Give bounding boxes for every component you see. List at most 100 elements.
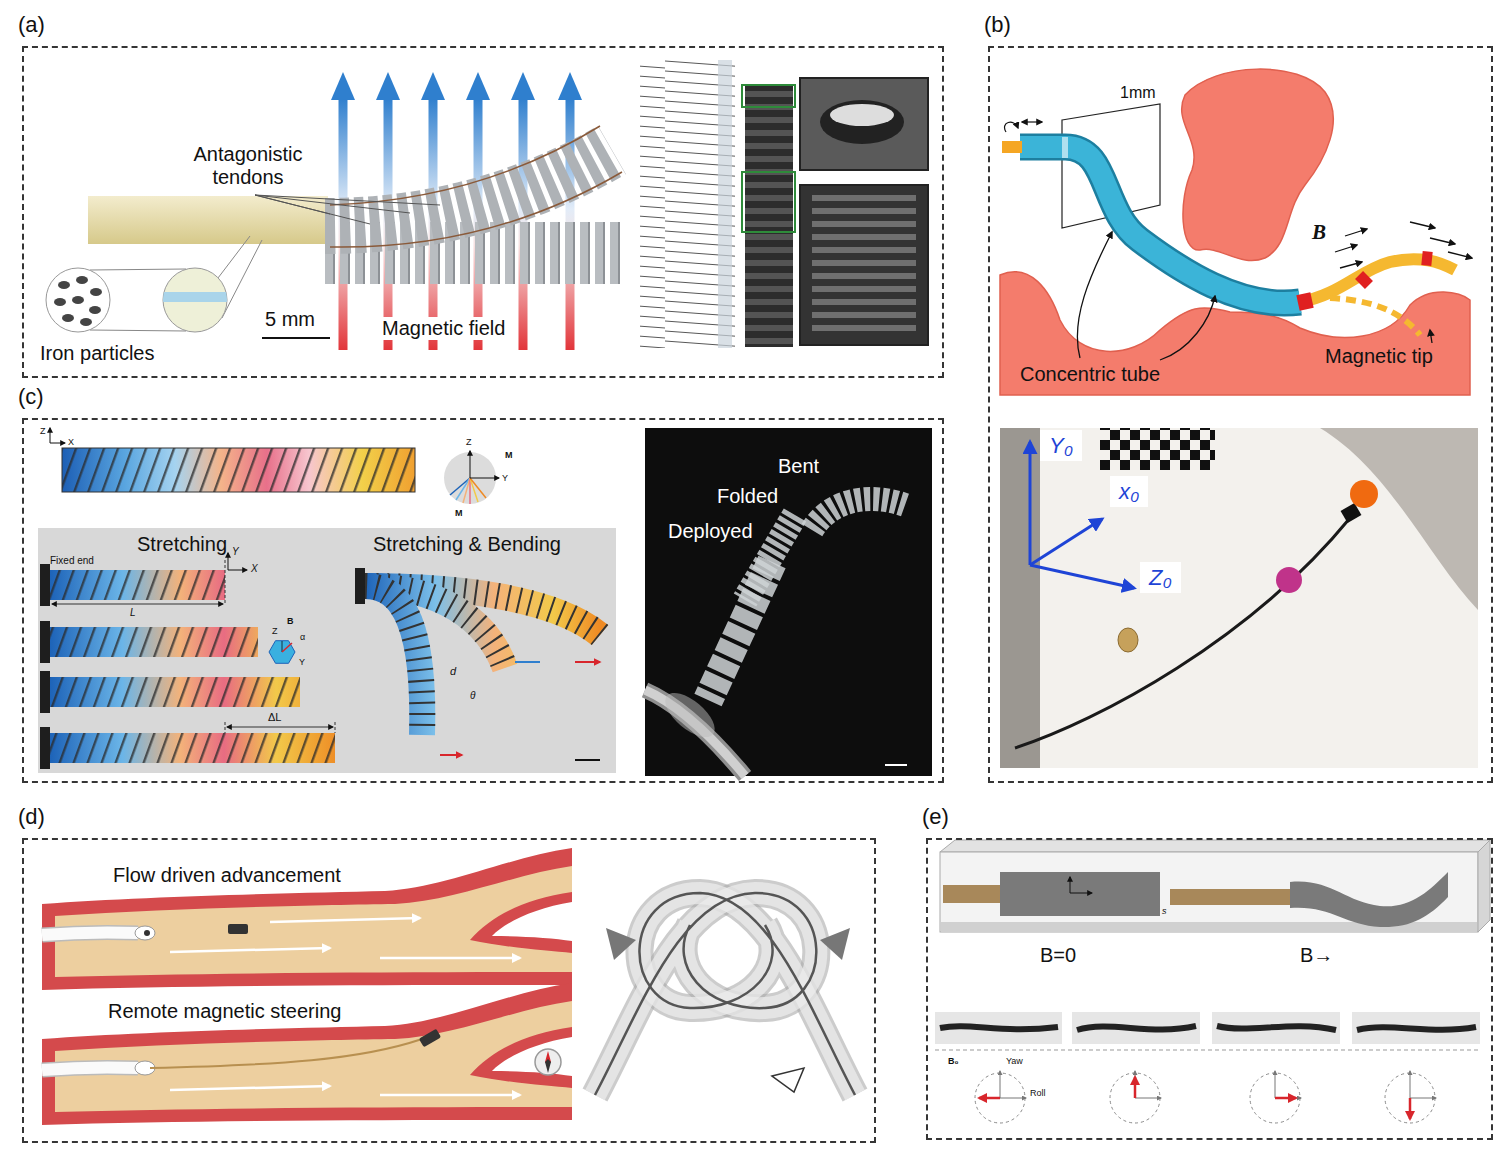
setup-photo bbox=[1030, 519, 1102, 565]
panel-label: (c) bbox=[18, 384, 44, 409]
leader-line bbox=[255, 195, 410, 213]
annotation-label: Fixed end bbox=[50, 555, 94, 567]
setup-photo bbox=[1030, 565, 1134, 588]
figure-panel: (b)Y₀x₀Z₀ bbox=[988, 46, 1493, 783]
magnetic-tip bbox=[1298, 300, 1312, 303]
spring-illustration bbox=[50, 677, 300, 707]
spring-illustration bbox=[335, 722, 336, 733]
setup-photo bbox=[1350, 480, 1378, 508]
deflection-frames bbox=[1077, 1026, 1196, 1030]
knot-tube bbox=[772, 1068, 804, 1092]
magnetic-tip bbox=[1430, 330, 1432, 343]
magnetic-tip bbox=[1448, 252, 1472, 258]
photo-ruler bbox=[745, 85, 793, 347]
magnified-particles bbox=[90, 330, 186, 331]
photo-caption: Deployed bbox=[668, 520, 753, 543]
photo-ruler bbox=[800, 78, 928, 170]
spring-illustration bbox=[228, 570, 247, 571]
setup-photo bbox=[1276, 567, 1302, 593]
blood-vessel bbox=[144, 930, 150, 936]
annotation-label: Magnetic tip bbox=[1325, 345, 1433, 368]
blood-vessel bbox=[55, 1001, 572, 1112]
magnetic-tip bbox=[1345, 229, 1367, 236]
spring-illustration bbox=[227, 727, 333, 728]
knot-tube bbox=[595, 893, 816, 1095]
spring-illustration bbox=[365, 586, 422, 735]
blood-vessel bbox=[42, 848, 572, 1125]
spring-illustration bbox=[38, 428, 616, 773]
axis-label-box: Z₀ bbox=[1140, 562, 1181, 593]
blood-vessel bbox=[535, 1049, 561, 1075]
blood-vessel bbox=[135, 926, 155, 940]
field-arrow bbox=[466, 72, 490, 100]
concentric-tube bbox=[1020, 147, 1300, 303]
magnified-particles bbox=[58, 281, 70, 289]
setup-photo bbox=[1118, 628, 1138, 652]
knot-tube bbox=[595, 893, 816, 1095]
field-direction-dial bbox=[1409, 1098, 1412, 1119]
spring-robot bbox=[330, 126, 600, 205]
spring-illustration bbox=[40, 671, 50, 713]
magnetic-tip bbox=[1330, 298, 1420, 335]
spring-illustration bbox=[62, 448, 415, 492]
annotation-label: M bbox=[505, 450, 513, 460]
anatomy-wall bbox=[1000, 69, 1470, 395]
annotation-label: Z bbox=[272, 626, 278, 636]
field-direction-dial bbox=[1134, 1077, 1137, 1098]
magnetic-tip bbox=[1160, 296, 1215, 360]
annotation-label: B bbox=[287, 616, 294, 626]
simulation-box bbox=[1070, 877, 1071, 893]
spring-illustration bbox=[228, 553, 229, 570]
spring-illustration bbox=[40, 564, 50, 606]
field-arrow bbox=[558, 72, 582, 100]
simulation-box bbox=[940, 840, 1490, 932]
spring-robot bbox=[325, 126, 622, 253]
device-photo bbox=[812, 499, 905, 530]
concentric-tube bbox=[1062, 137, 1068, 158]
blood-vessel bbox=[228, 924, 248, 934]
magnified-particles bbox=[163, 268, 227, 332]
field-arrow bbox=[331, 72, 355, 100]
spring-robot bbox=[325, 150, 612, 226]
annotation-label: 1mm bbox=[1120, 84, 1156, 102]
blood-vessel bbox=[545, 1059, 551, 1073]
spring-illustration bbox=[456, 478, 470, 500]
magnified-particles bbox=[54, 298, 66, 306]
photo-ruler bbox=[640, 60, 735, 348]
field-direction-dial bbox=[1135, 1071, 1136, 1098]
spring-illustration bbox=[470, 451, 471, 478]
blood-vessel bbox=[42, 932, 138, 935]
spring-illustration bbox=[470, 478, 499, 479]
spring-robot bbox=[330, 172, 622, 247]
spring-illustration bbox=[470, 478, 478, 502]
field-direction-dial bbox=[1275, 1098, 1301, 1099]
photo-ruler bbox=[718, 60, 732, 348]
spring-illustration bbox=[50, 627, 258, 657]
deflection-frames bbox=[1352, 1012, 1480, 1044]
catheter-tube bbox=[88, 196, 328, 244]
deflection-frames bbox=[1212, 1012, 1340, 1044]
magnified-particles bbox=[62, 314, 74, 322]
spring-illustration bbox=[440, 754, 462, 756]
magnified-particles bbox=[163, 292, 227, 302]
blood-vessel bbox=[42, 932, 138, 935]
annotation-label: Flow driven advancement bbox=[113, 864, 341, 887]
setup-photo bbox=[1100, 428, 1215, 470]
magnetic-tip bbox=[1360, 276, 1368, 284]
deflection-frames bbox=[935, 1012, 1480, 1050]
spring-illustration bbox=[50, 428, 51, 443]
deflection-frames bbox=[935, 1012, 1062, 1044]
annotation-label: Z bbox=[40, 426, 46, 436]
field-direction-dial bbox=[1275, 1097, 1296, 1100]
photo-ruler bbox=[742, 85, 795, 107]
device-photo bbox=[645, 428, 932, 776]
spring-illustration bbox=[463, 478, 470, 503]
magnified-particles bbox=[46, 268, 110, 332]
blood-vessel bbox=[42, 1067, 138, 1070]
annotation-label: α bbox=[300, 632, 305, 642]
field-arrow bbox=[376, 72, 400, 100]
blood-vessel bbox=[270, 918, 420, 922]
concentric-tube bbox=[1020, 147, 1300, 303]
blood-vessel bbox=[150, 1039, 422, 1068]
magnified-particles bbox=[80, 318, 92, 326]
